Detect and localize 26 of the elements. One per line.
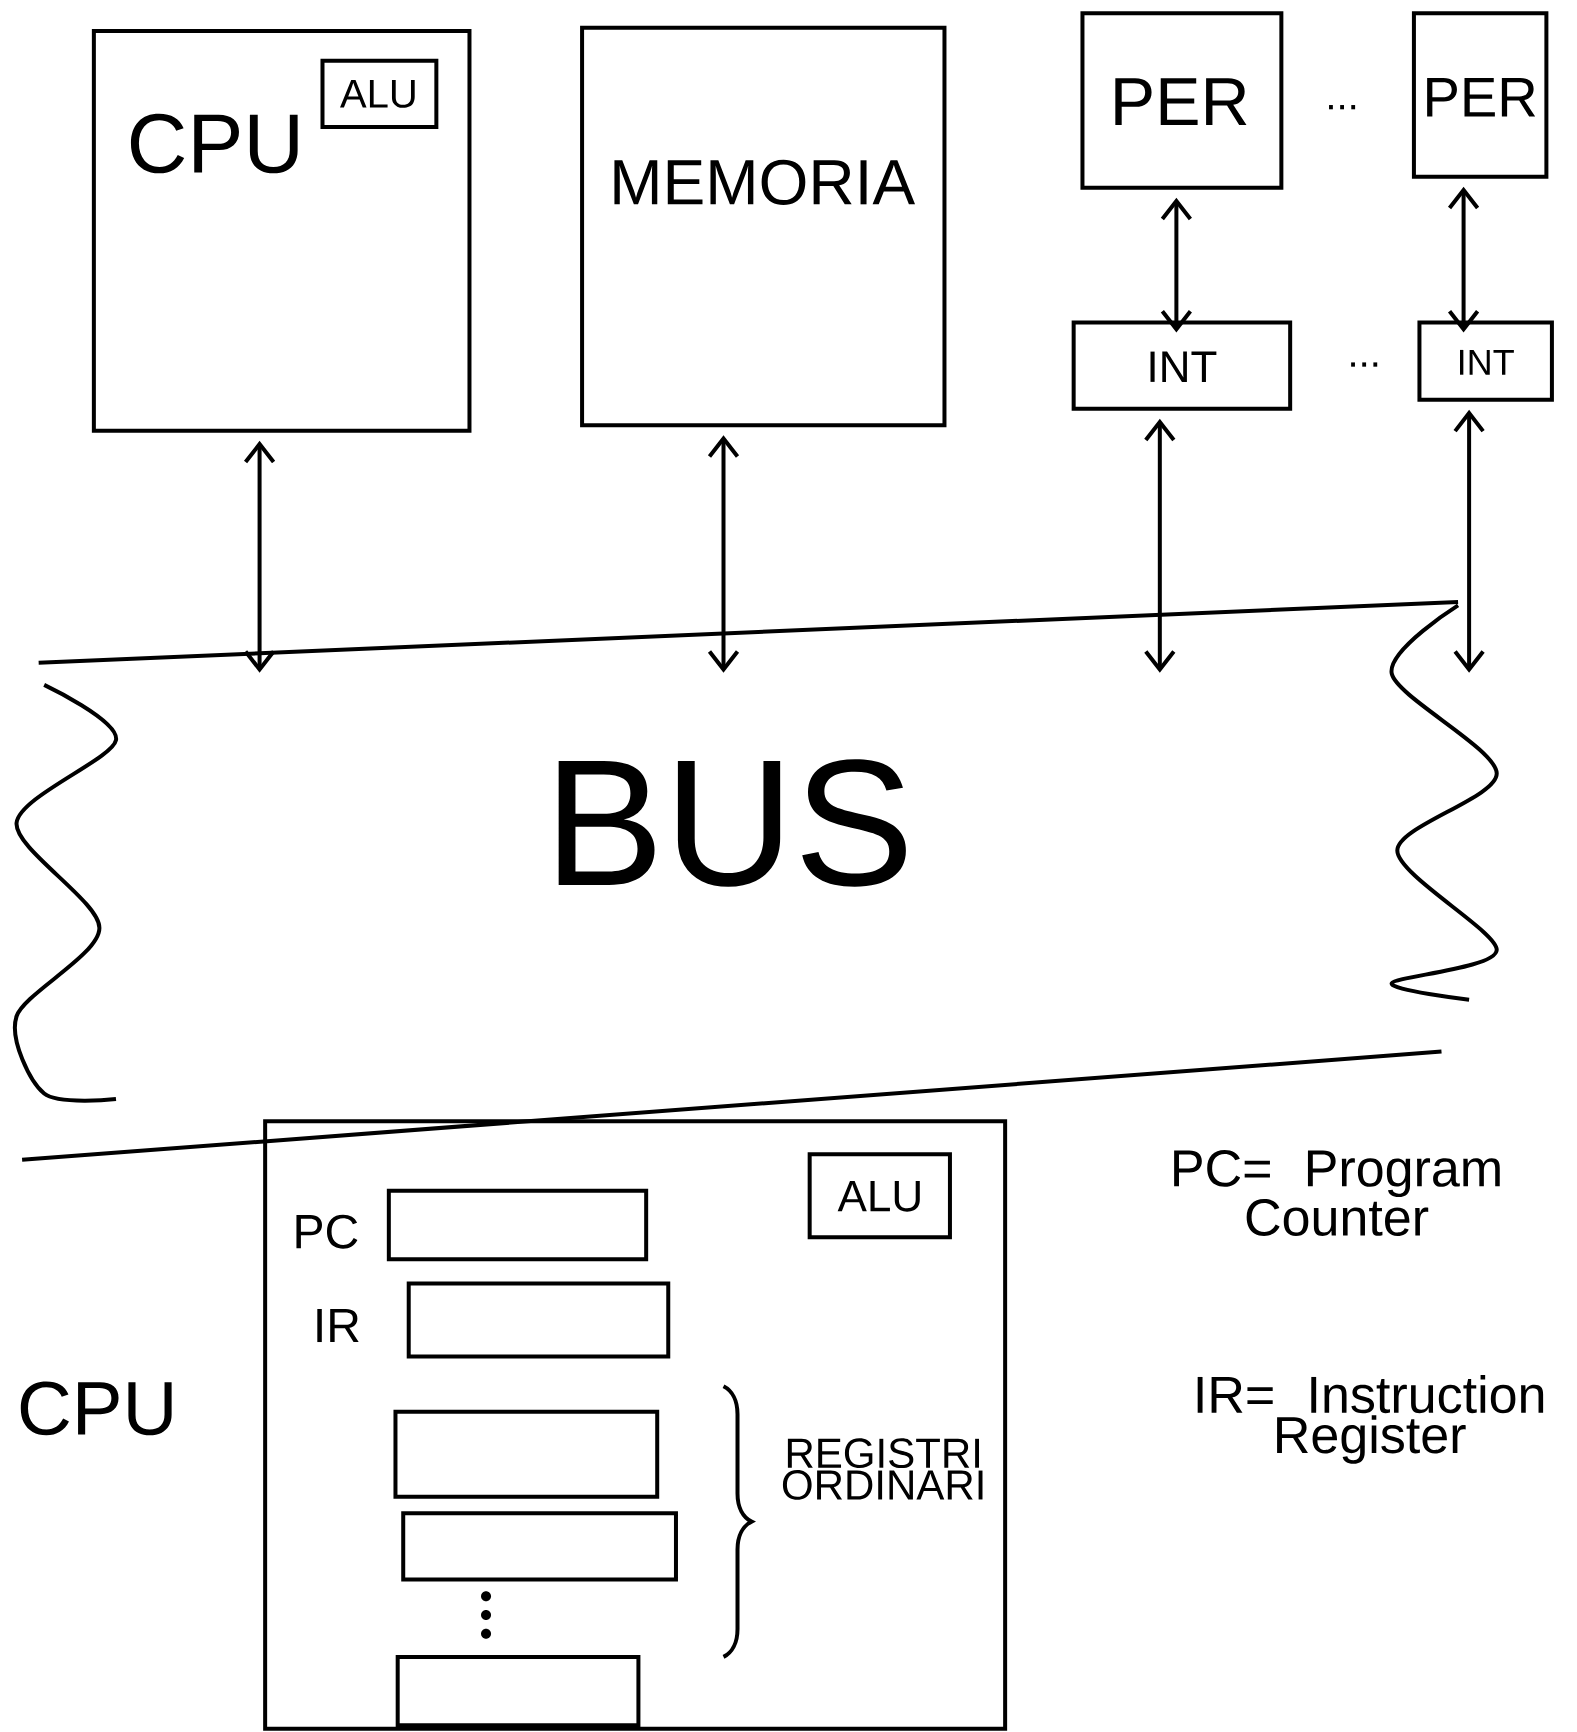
arrow: [707, 435, 739, 673]
box-label: ALU: [837, 1180, 920, 1212]
arrow: [1160, 197, 1192, 333]
box-label: MEMORIA: [614, 159, 915, 205]
register-label: IR: [317, 1309, 359, 1343]
register-box: [393, 1409, 660, 1499]
box-label: PER: [1427, 77, 1535, 117]
definition-note: PC= Program Counter: [1174, 1150, 1500, 1236]
register-box: [395, 1654, 641, 1728]
box-label: ALU: [339, 79, 415, 108]
ellipsis: ...: [1328, 105, 1355, 110]
arrow: [1453, 409, 1485, 673]
arrow: [1447, 186, 1479, 333]
bus-label: BUS: [558, 759, 906, 887]
cpu-heading: CPU: [20, 1381, 172, 1436]
register-label: PC: [296, 1214, 358, 1249]
arrow: [1144, 418, 1176, 673]
box-label: PER: [1115, 78, 1247, 126]
box-label: CPU: [130, 113, 298, 174]
definition-note: IR= Instruction Register: [1197, 1375, 1543, 1464]
register-group-label: REGISTRI ORDINARI: [782, 1438, 983, 1500]
box-label: INT: [1150, 351, 1217, 382]
box-label: INT: [1459, 349, 1514, 375]
ellipsis: ...: [1350, 362, 1378, 367]
register-box: [401, 1511, 678, 1582]
arrow: [243, 440, 275, 673]
